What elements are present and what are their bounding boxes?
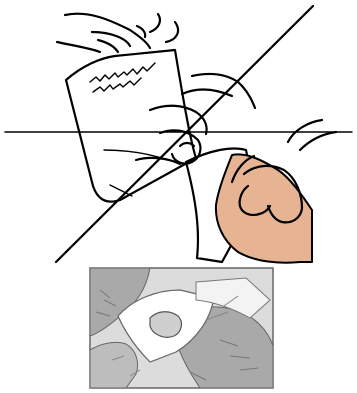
diagonal-divider (54, 4, 315, 264)
top-line-drawing (4, 4, 353, 264)
wipe-packet-icon (64, 48, 198, 203)
bottom-photo-panel (89, 267, 274, 389)
holding-hand-icon (134, 72, 257, 166)
wipe-cloth-icon (184, 118, 338, 264)
opening-hand-icon (55, 12, 180, 54)
